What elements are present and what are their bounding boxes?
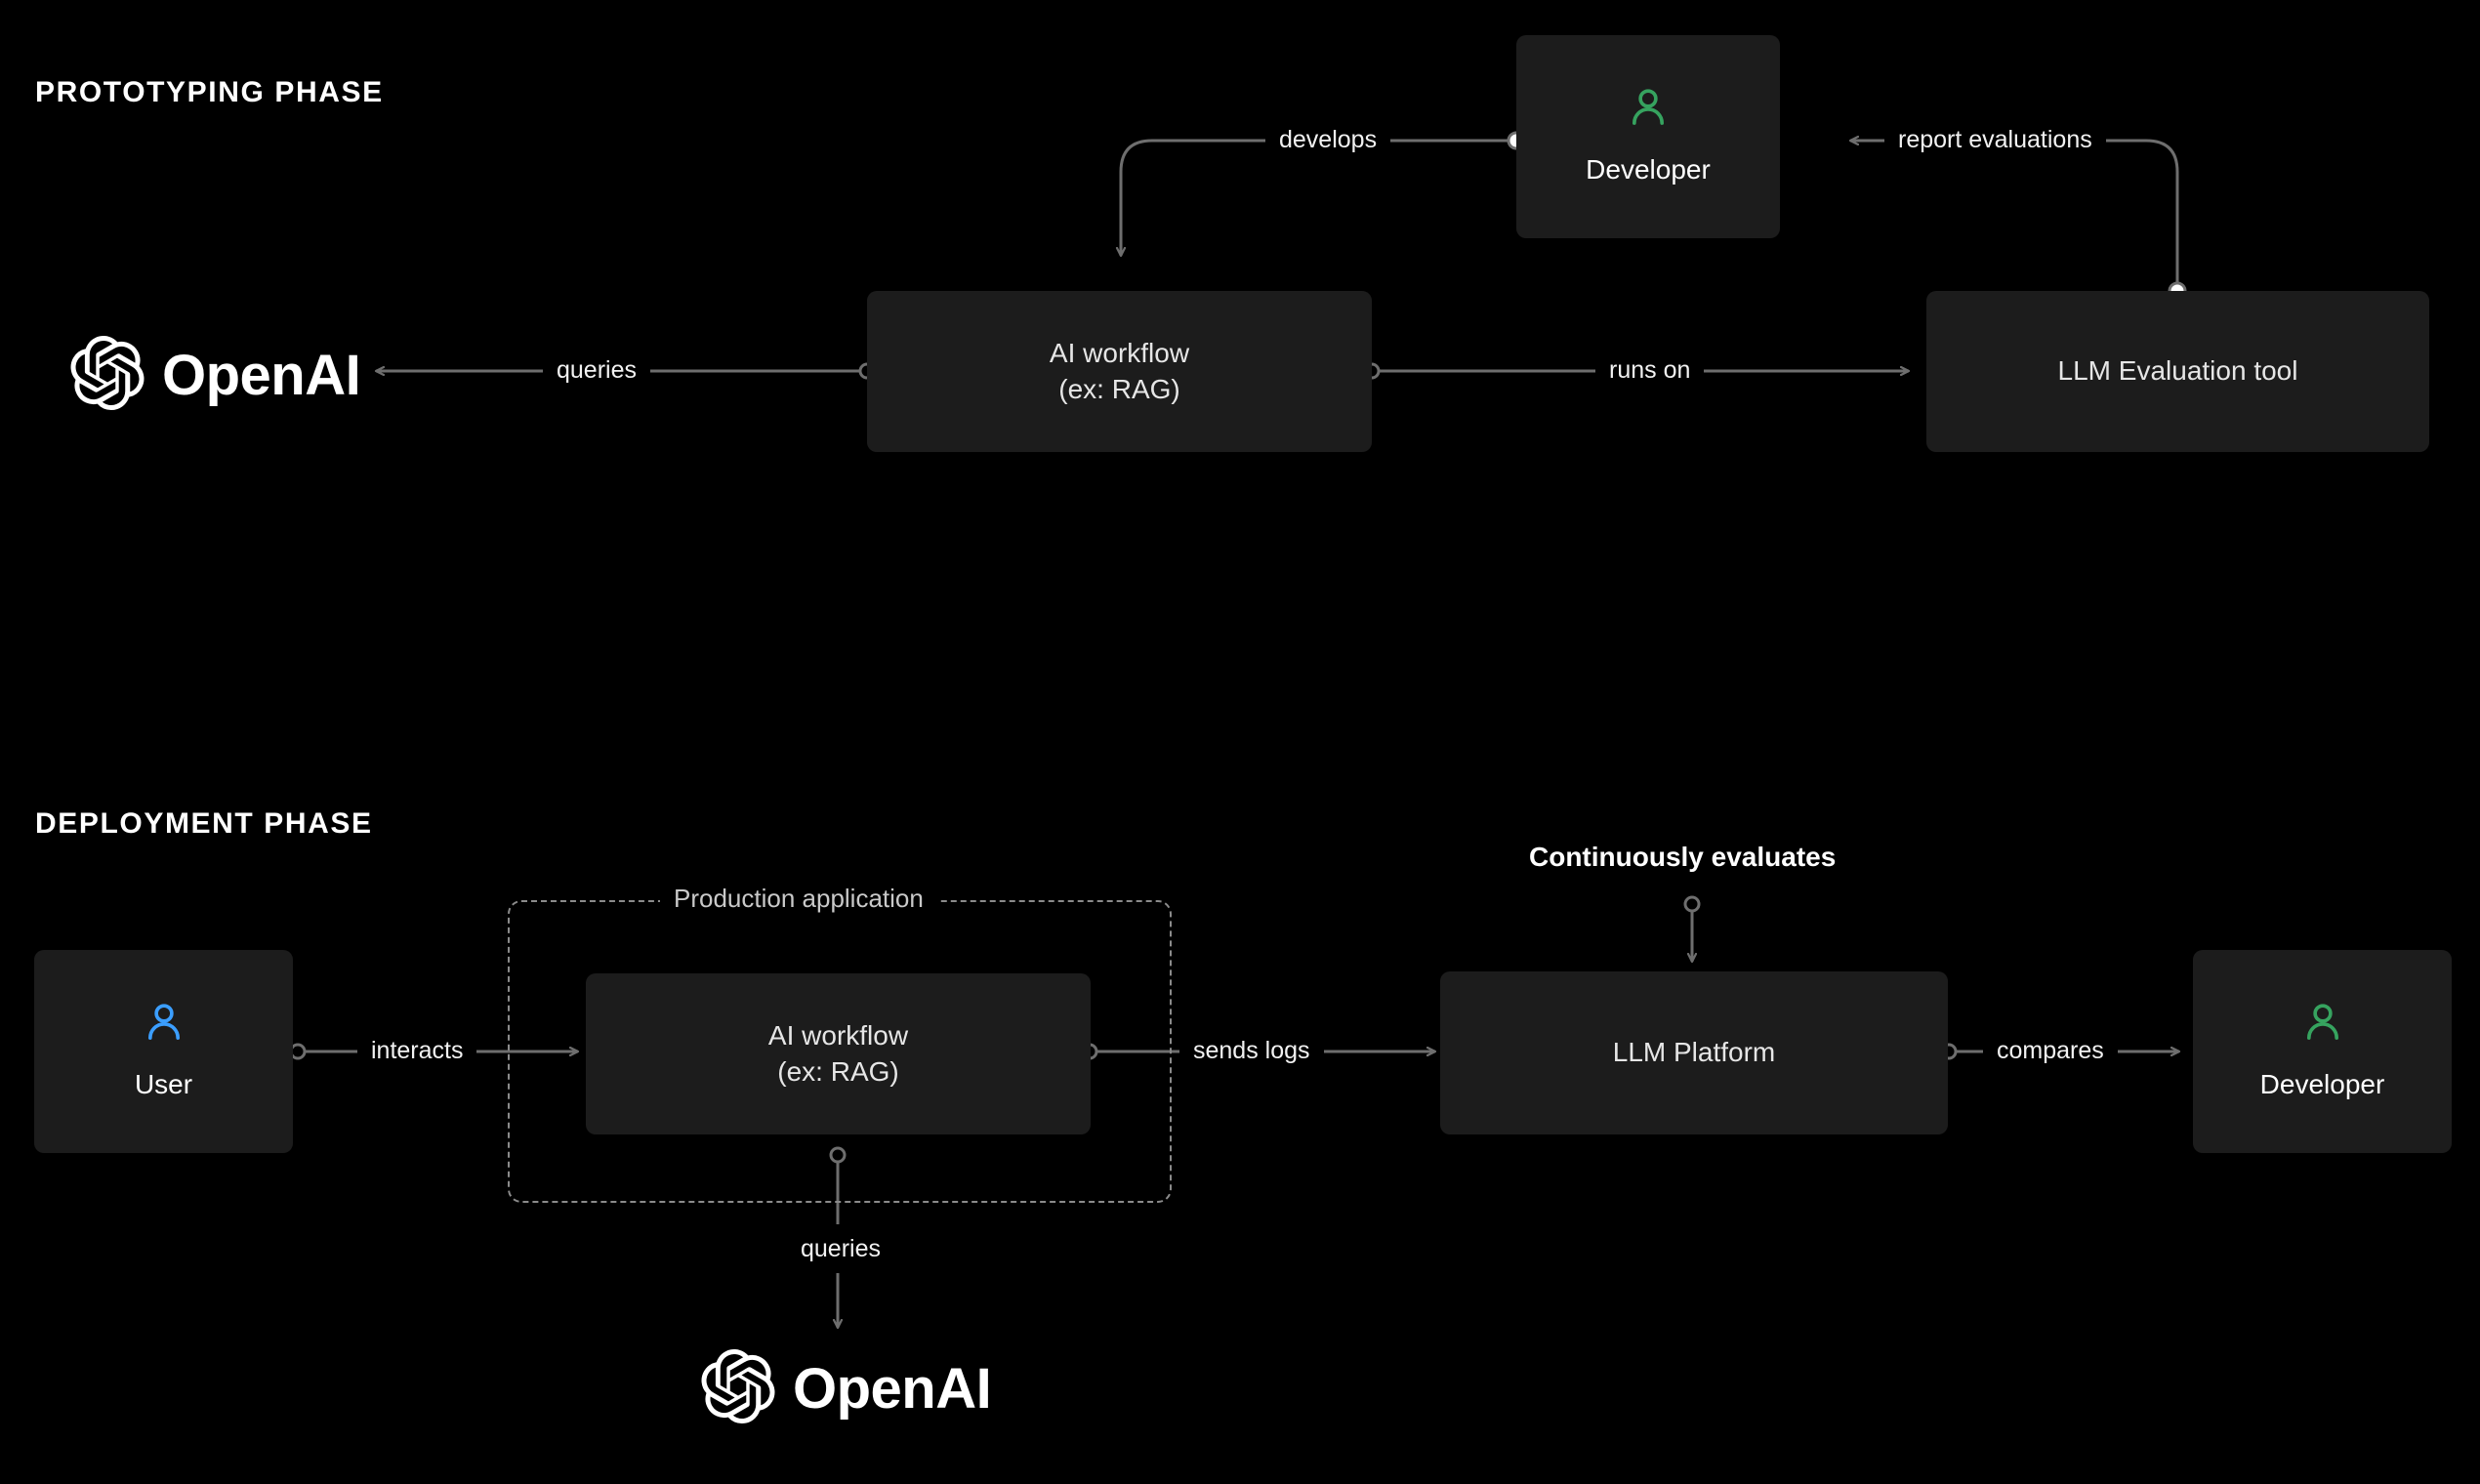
section-title-deployment: DEPLOYMENT PHASE — [35, 807, 373, 840]
port-continuously-evaluates — [1683, 895, 1701, 913]
openai-logo-prototyping: OpenAI — [70, 336, 361, 415]
person-icon — [1626, 85, 1671, 135]
node-label: Developer — [2259, 1069, 2385, 1100]
note-continuously-evaluates: Continuously evaluates — [1529, 842, 1837, 872]
node-label: LLM Evaluation tool — [2057, 355, 2298, 387]
edge-report-evaluations-line — [1850, 141, 2179, 291]
node-user[interactable]: User — [34, 950, 293, 1153]
node-ai-workflow-prototyping[interactable]: AI workflow (ex: RAG) — [867, 291, 1372, 452]
edge-label-queries-deployment: queries — [787, 1224, 894, 1273]
node-label: LLM Platform — [1612, 1037, 1776, 1068]
edge-label-compares: compares — [1983, 1032, 2118, 1069]
person-icon — [2300, 1000, 2345, 1050]
edge-label-develops: develops — [1265, 121, 1391, 158]
node-developer-deployment[interactable]: Developer — [2193, 950, 2452, 1153]
node-ai-workflow-deployment[interactable]: AI workflow (ex: RAG) — [586, 973, 1091, 1134]
edge-label-interacts: interacts — [357, 1032, 477, 1069]
openai-wordmark: OpenAI — [162, 343, 361, 407]
edge-develops-line — [1121, 139, 1516, 256]
node-label: User — [134, 1069, 193, 1100]
port-deploy-workflow-bottom — [829, 1146, 847, 1164]
openai-logo-icon — [70, 336, 145, 415]
edge-label-sends-logs: sends logs — [1179, 1032, 1324, 1069]
node-label: AI workflow (ex: RAG) — [1049, 337, 1190, 404]
openai-wordmark: OpenAI — [793, 1356, 992, 1421]
node-label: AI workflow (ex: RAG) — [767, 1019, 909, 1087]
edge-label-runs-on: runs on — [1595, 351, 1705, 389]
openai-logo-deployment: OpenAI — [701, 1349, 992, 1428]
node-label: Developer — [1586, 154, 1711, 186]
node-developer-prototyping[interactable]: Developer — [1516, 35, 1780, 238]
port-user-right — [289, 1043, 307, 1060]
group-label-production-application: Production application — [660, 884, 937, 914]
node-llm-evaluation-tool[interactable]: LLM Evaluation tool — [1926, 291, 2429, 452]
openai-logo-icon — [701, 1349, 775, 1428]
section-title-prototyping: PROTOTYPING PHASE — [35, 76, 384, 108]
edge-label-report-evaluations: report evaluations — [1884, 121, 2106, 158]
person-icon — [142, 1000, 186, 1050]
edge-label-queries-prototyping: queries — [543, 351, 650, 389]
node-llm-platform[interactable]: LLM Platform — [1440, 971, 1948, 1134]
